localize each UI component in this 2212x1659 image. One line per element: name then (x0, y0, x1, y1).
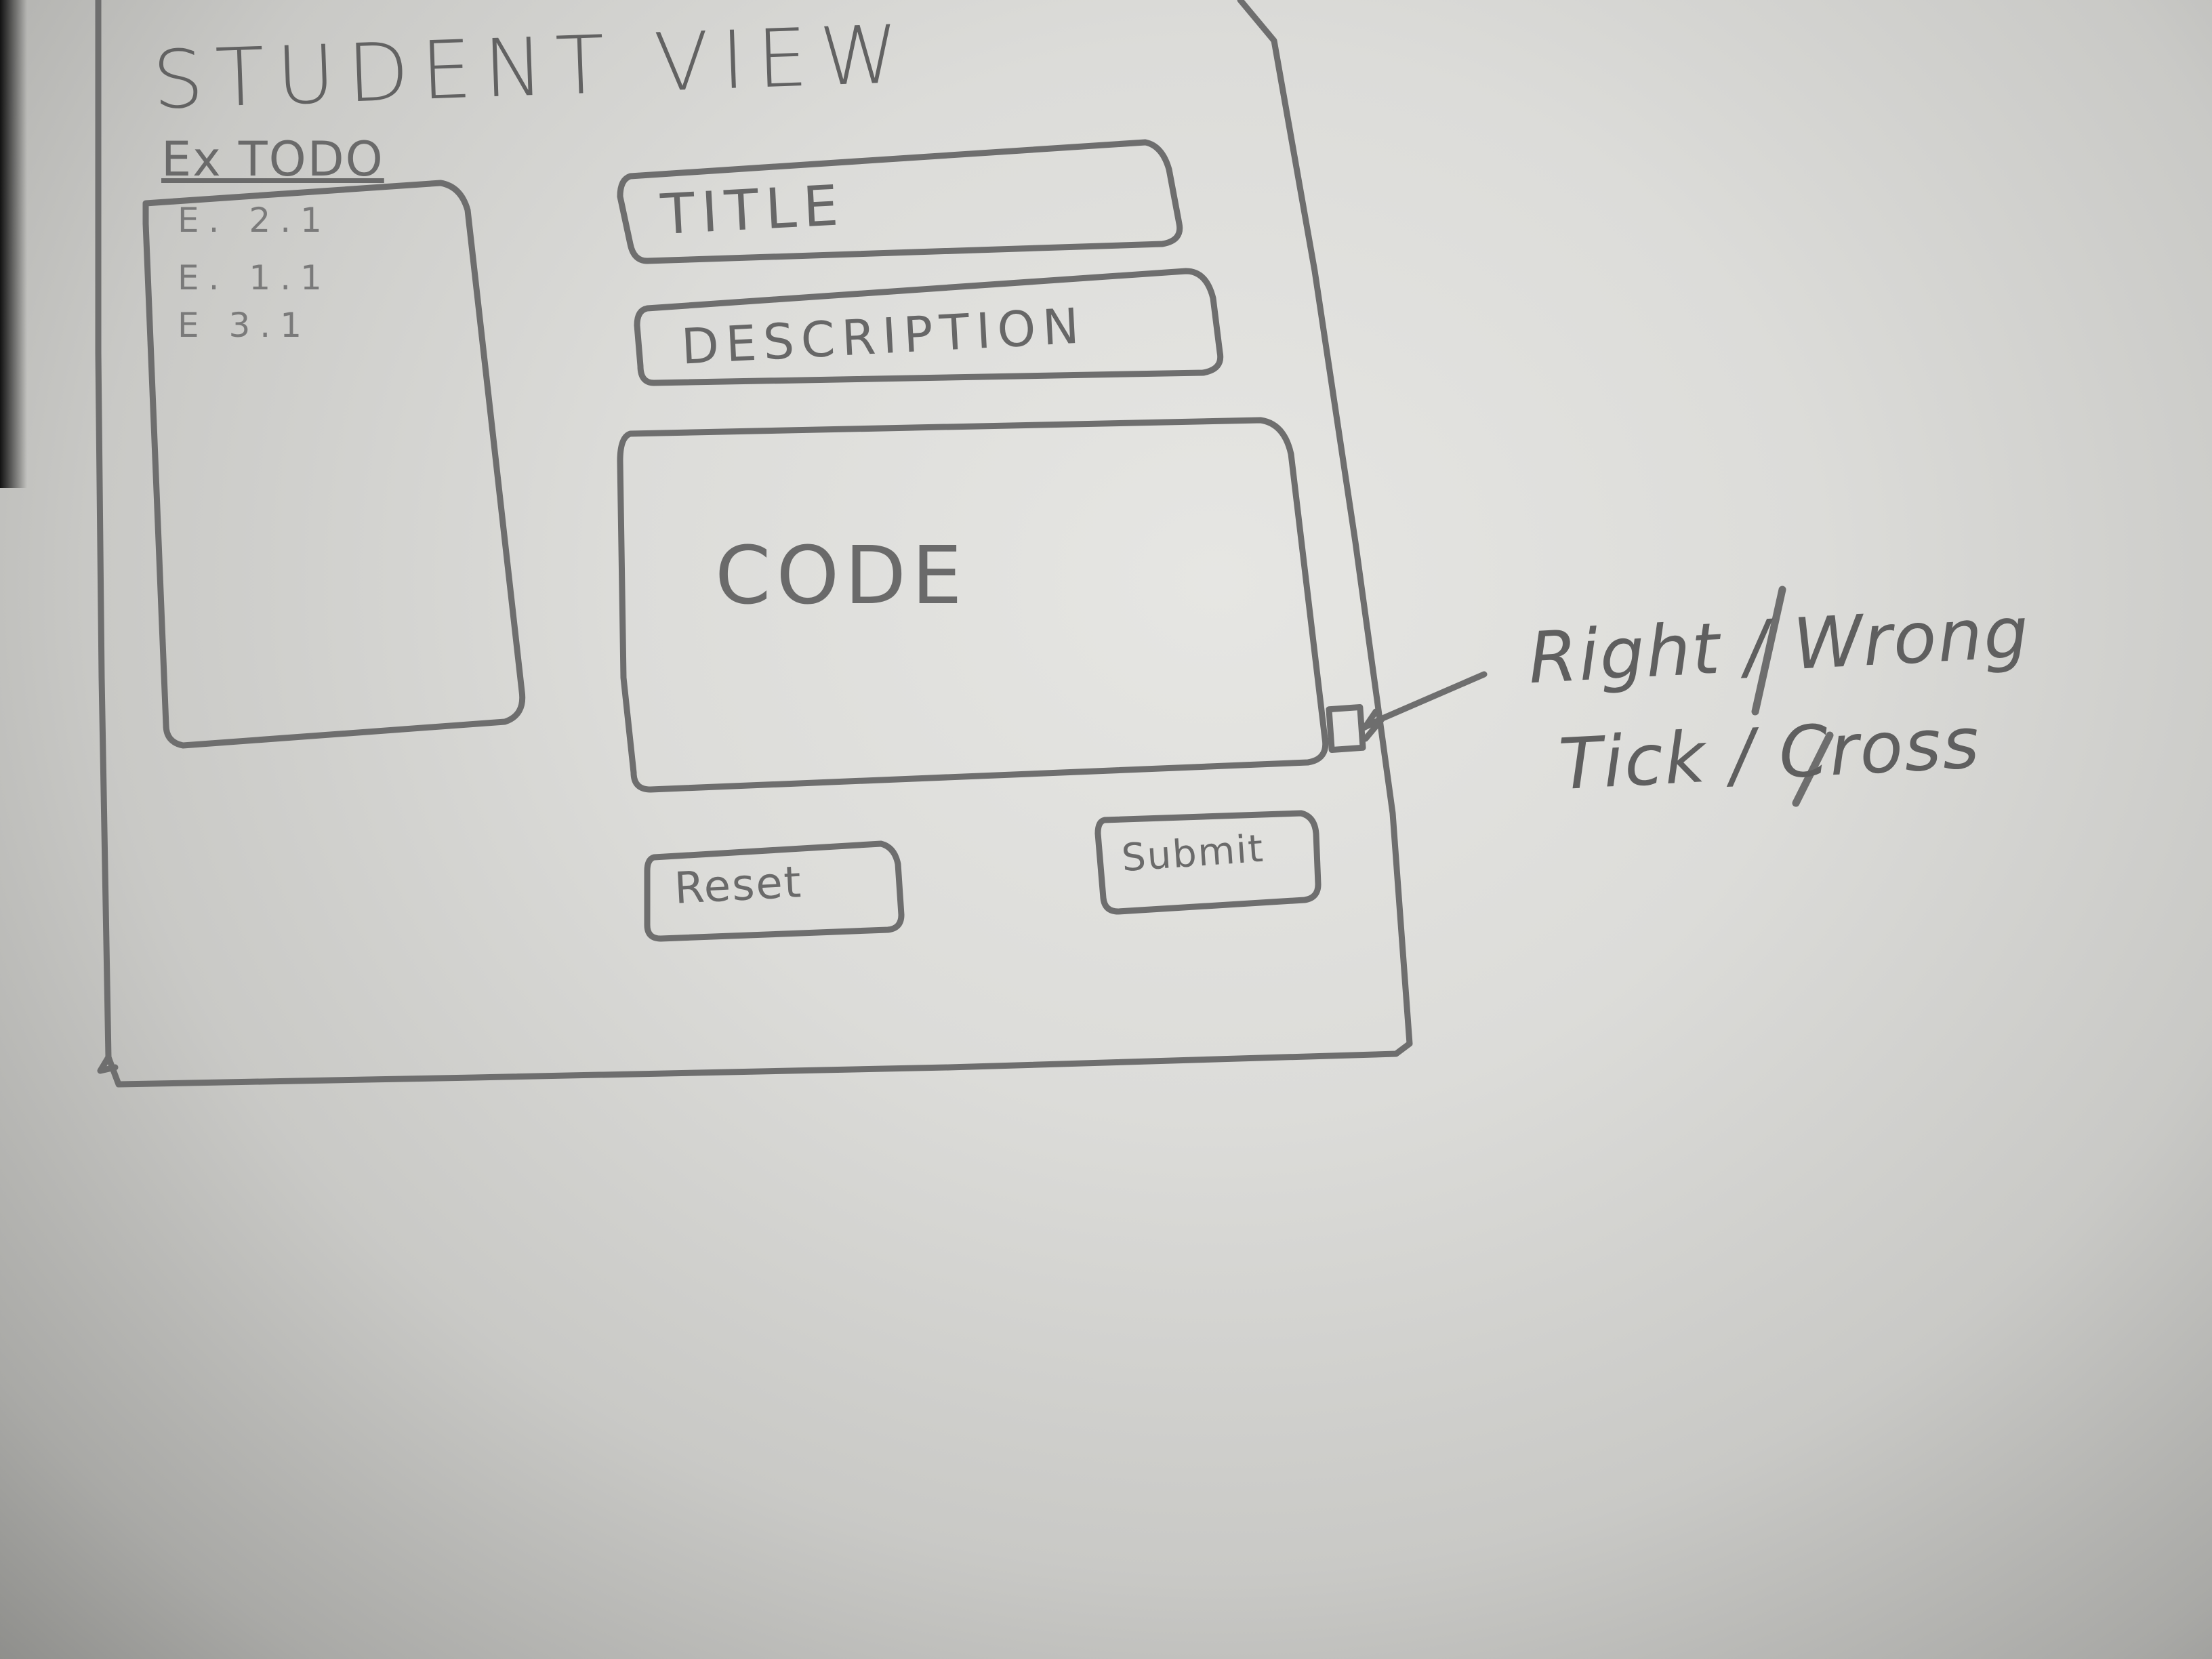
photo-edge-shadow (0, 0, 27, 488)
indicator-annotation-line2: Tick / Cross (1557, 701, 1983, 806)
annotation-arrow (1359, 671, 1488, 742)
reset-button[interactable]: Reset (673, 857, 804, 914)
window-frame (95, 0, 1413, 1088)
code-editor-area[interactable] (634, 447, 1305, 773)
submit-button-box (1094, 810, 1322, 915)
result-indicator-checkbox (1330, 708, 1361, 749)
todo-heading: Ex TODO (161, 131, 384, 187)
title-field-box (617, 139, 1183, 264)
todo-item[interactable]: E. 1.1 (178, 258, 331, 298)
todo-item[interactable]: E 3.1 (178, 306, 312, 345)
todo-item[interactable]: E. 2.1 (178, 201, 331, 240)
submit-button[interactable]: Submit (1120, 826, 1266, 881)
reset-button-box (644, 840, 905, 942)
code-editor[interactable]: CODE (715, 529, 968, 622)
todo-panel (142, 180, 526, 749)
code-area-box (617, 417, 1329, 793)
description-field-box (634, 268, 1224, 386)
title-field[interactable]: TITLE (659, 173, 847, 248)
page-title: STUDENT VIEW (150, 7, 913, 127)
